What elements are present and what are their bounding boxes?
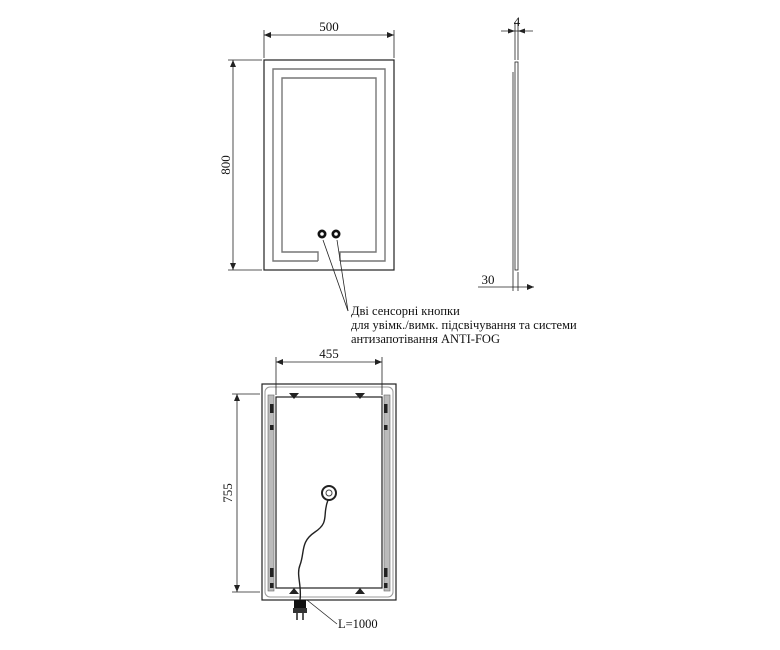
callout-line-2: для увімк./вимк. підсвічування та систем… [351,318,577,332]
rear-view: 455 755 L=1000 [220,346,397,631]
touch-buttons-callout: Дві сенсорні кнопки для увімк./вимк. під… [322,239,577,346]
plug-icon [293,600,307,620]
rear-right-rail [383,394,391,592]
callout-line-3: антизапотівання ANTI-FOG [351,332,500,346]
front-view: 500 800 [218,19,395,271]
cable-length-leader [306,599,338,625]
callout-leader-left [322,239,349,312]
rear-height-label: 755 [220,483,235,503]
mounting-clips [270,393,388,594]
side-thickness-label: 4 [514,14,521,29]
led-strip-inner [281,77,377,261]
side-view: 4 30 [478,14,534,291]
led-strip-outer [272,68,386,262]
power-cable [297,499,329,601]
front-mirror-outline [263,59,395,271]
front-width-label: 500 [319,19,339,34]
touch-button-right [331,229,341,239]
touch-button-left [317,229,327,239]
side-depth-label: 30 [482,272,495,287]
rear-width-label: 455 [319,346,339,361]
callout-line-1: Дві сенсорні кнопки [351,304,460,318]
rear-outer-outline [261,383,397,601]
rear-left-rail [267,394,275,592]
front-height-label: 800 [218,155,233,175]
cable-length-label: L=1000 [338,617,378,631]
switch-module [321,485,337,501]
rear-mounting-frame [264,386,394,598]
side-glass-profile [514,61,519,271]
callout-leader-right [336,239,349,312]
rear-inner-frame [275,396,383,589]
